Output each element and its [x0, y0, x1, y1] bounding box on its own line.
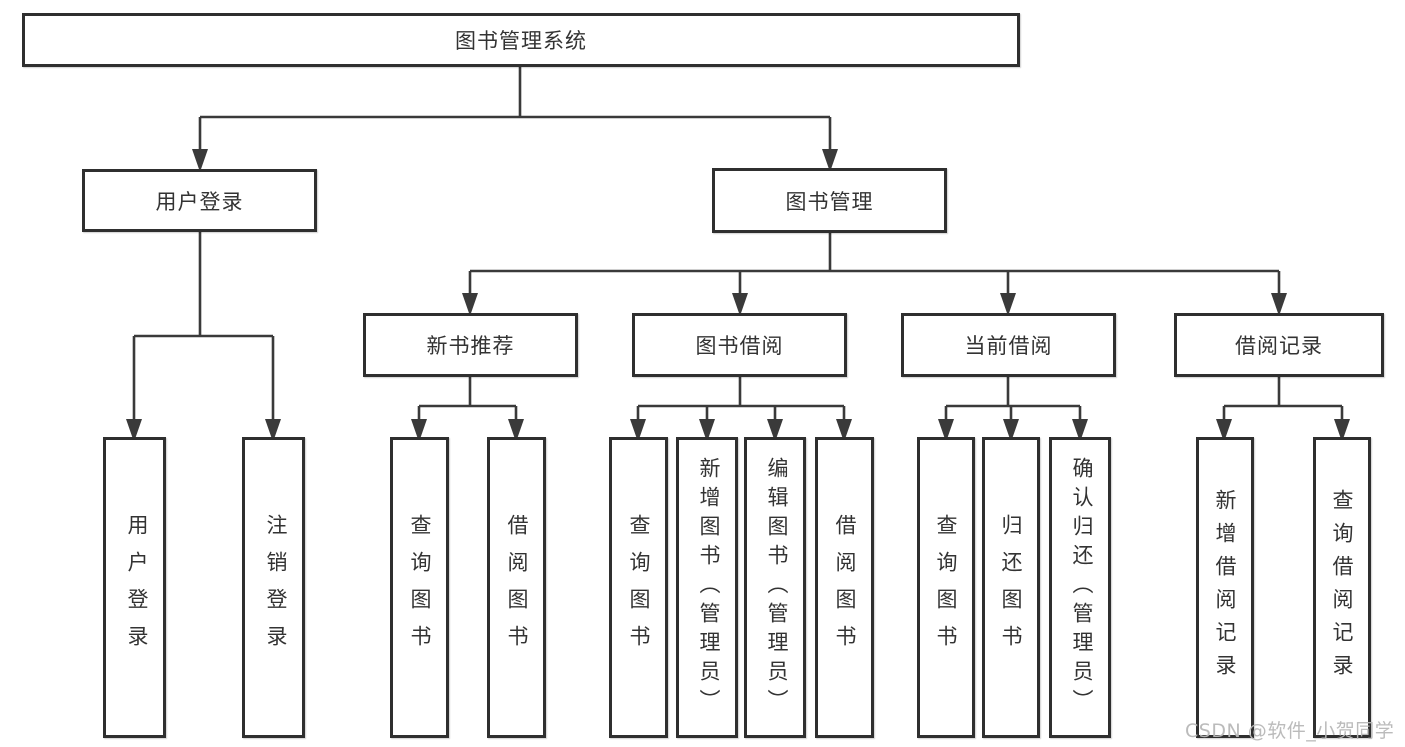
node-user-login: 用户登录	[82, 169, 317, 232]
leaf-add-books-admin: 新增图书（管理员）	[676, 437, 738, 738]
leaf-return-books: 归还图书	[982, 437, 1040, 738]
csdn-watermark: CSDN @软件_小贺同学	[1185, 720, 1395, 742]
leaf-query-books-recommend: 查询图书	[390, 437, 449, 738]
node-borrow-records: 借阅记录	[1174, 313, 1384, 377]
node-root-library-system: 图书管理系统	[22, 13, 1020, 67]
leaf-logout: 注销登录	[242, 437, 305, 738]
node-book-borrow: 图书借阅	[632, 313, 847, 377]
leaf-borrow-books: 借阅图书	[815, 437, 874, 738]
leaf-user-login: 用户登录	[103, 437, 166, 738]
node-current-borrow: 当前借阅	[901, 313, 1116, 377]
leaf-query-books-current: 查询图书	[917, 437, 975, 738]
node-new-book-recommend: 新书推荐	[363, 313, 578, 377]
leaf-borrow-books-recommend: 借阅图书	[487, 437, 546, 738]
node-book-management: 图书管理	[712, 168, 947, 233]
leaf-query-books-borrow: 查询图书	[609, 437, 668, 738]
leaf-query-borrow-record: 查询借阅记录	[1313, 437, 1371, 738]
leaf-confirm-return-admin: 确认归还（管理员）	[1049, 437, 1111, 738]
leaf-add-borrow-record: 新增借阅记录	[1196, 437, 1254, 738]
leaf-edit-books-admin: 编辑图书（管理员）	[744, 437, 806, 738]
